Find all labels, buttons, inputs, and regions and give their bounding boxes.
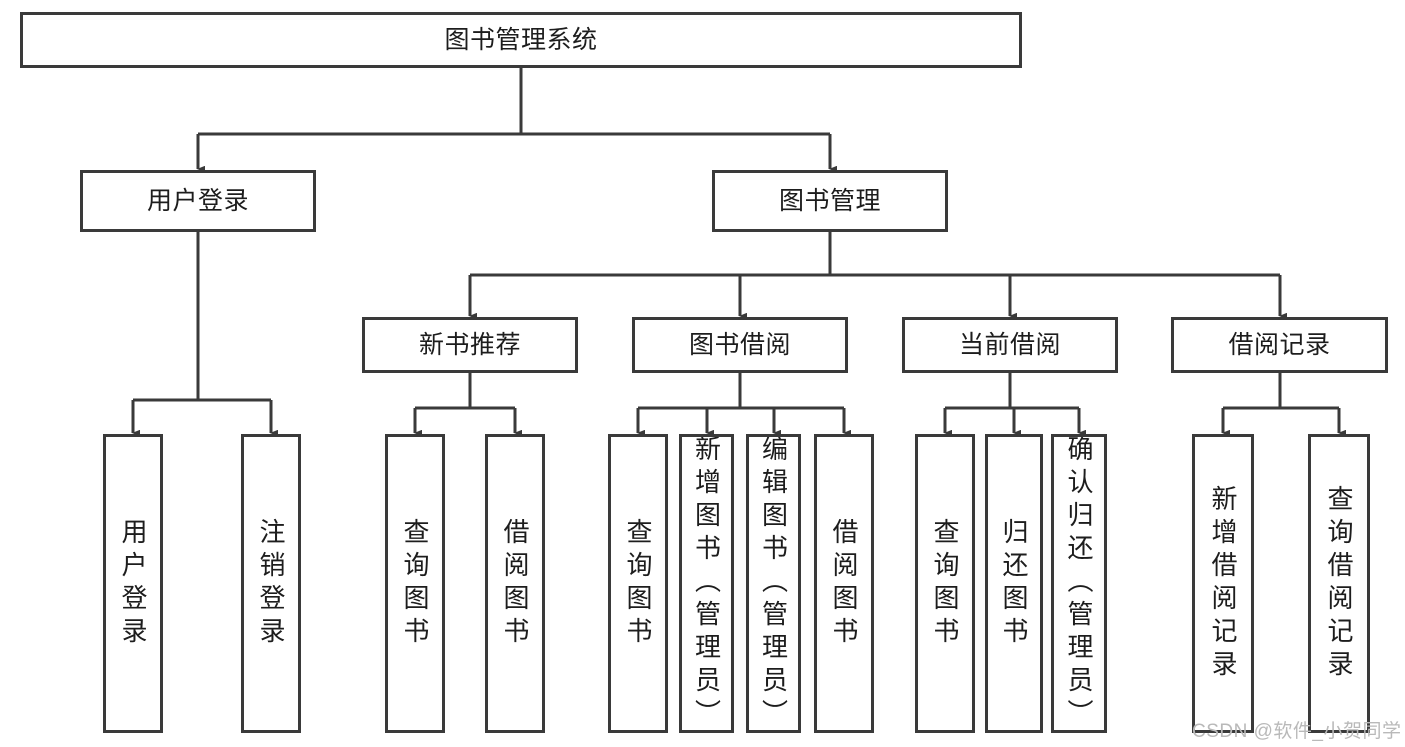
node-user-login[interactable]: 用户登录 xyxy=(80,170,316,232)
node-book-management[interactable]: 图书管理 xyxy=(712,170,948,232)
node-leaf-query-book-current[interactable]: 查询图书 xyxy=(915,434,975,733)
node-leaf-add-borrow-record[interactable]: 新增借阅记录 xyxy=(1192,434,1254,733)
connector-lines xyxy=(131,68,1346,437)
node-label-book-borrow: 图书借阅 xyxy=(688,331,791,359)
node-leaf-borrow-book-recommend[interactable]: 借阅图书 xyxy=(485,434,545,733)
node-label-root: 图书管理系统 xyxy=(444,26,598,54)
node-leaf-confirm-return[interactable]: 确认归还（管理员） xyxy=(1051,434,1107,733)
node-leaf-return-book[interactable]: 归还图书 xyxy=(985,434,1043,733)
node-label-borrow-records: 借阅记录 xyxy=(1228,331,1331,359)
node-borrow-records[interactable]: 借阅记录 xyxy=(1171,317,1388,373)
node-label-book-management: 图书管理 xyxy=(778,187,881,215)
node-label-leaf-query-book-borrow: 查询图书 xyxy=(623,517,653,650)
node-leaf-borrow-book[interactable]: 借阅图书 xyxy=(814,434,874,733)
csdn-watermark: CSDN @软件_小贺同学 xyxy=(1192,721,1402,742)
node-leaf-edit-book[interactable]: 编辑图书（管理员） xyxy=(746,434,801,733)
node-leaf-query-book-borrow[interactable]: 查询图书 xyxy=(608,434,668,733)
node-label-leaf-query-book-recommend: 查询图书 xyxy=(400,517,430,650)
node-book-borrow[interactable]: 图书借阅 xyxy=(632,317,848,373)
node-label-leaf-add-book: 新增图书（管理员） xyxy=(691,435,722,732)
node-leaf-query-book-recommend[interactable]: 查询图书 xyxy=(385,434,445,733)
node-root[interactable]: 图书管理系统 xyxy=(20,12,1022,68)
node-label-current-borrow: 当前借阅 xyxy=(958,331,1061,359)
node-label-leaf-query-book-current: 查询图书 xyxy=(930,517,960,650)
node-label-leaf-add-borrow-record: 新增借阅记录 xyxy=(1208,484,1238,683)
node-leaf-user-login[interactable]: 用户登录 xyxy=(103,434,163,733)
node-label-leaf-return-book: 归还图书 xyxy=(999,517,1029,650)
node-label-user-login: 用户登录 xyxy=(146,187,249,215)
node-label-leaf-user-logout: 注销登录 xyxy=(256,517,286,650)
node-new-book-recommend[interactable]: 新书推荐 xyxy=(362,317,578,373)
node-label-leaf-borrow-book-recommend: 借阅图书 xyxy=(500,517,530,650)
node-label-leaf-edit-book: 编辑图书（管理员） xyxy=(758,435,789,732)
node-current-borrow[interactable]: 当前借阅 xyxy=(902,317,1118,373)
node-label-leaf-query-borrow-record: 查询借阅记录 xyxy=(1324,484,1354,683)
node-leaf-user-logout[interactable]: 注销登录 xyxy=(241,434,301,733)
node-leaf-add-book[interactable]: 新增图书（管理员） xyxy=(679,434,734,733)
node-label-new-book-recommend: 新书推荐 xyxy=(418,331,521,359)
node-leaf-query-borrow-record[interactable]: 查询借阅记录 xyxy=(1308,434,1370,733)
node-label-leaf-user-login: 用户登录 xyxy=(118,517,148,650)
node-label-leaf-borrow-book: 借阅图书 xyxy=(829,517,859,650)
node-label-leaf-confirm-return: 确认归还（管理员） xyxy=(1064,435,1094,732)
